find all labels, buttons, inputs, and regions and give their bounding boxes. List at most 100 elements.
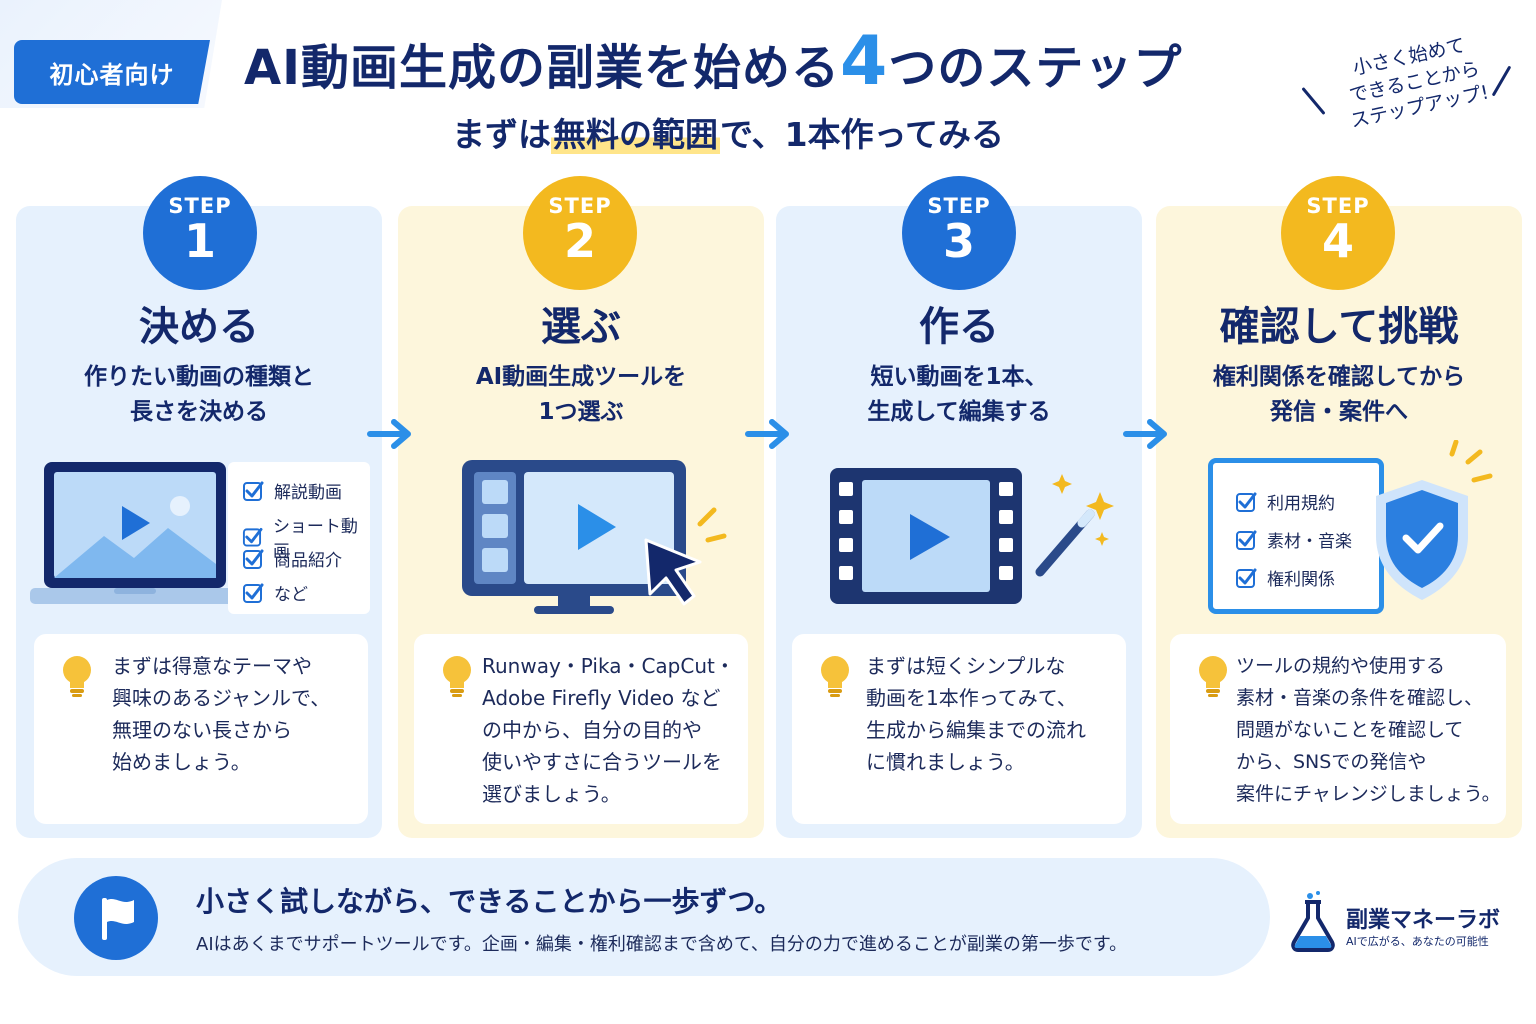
brand-tagline: AIで広がる、あなたの可能性 [1346, 935, 1489, 948]
checkbox-icon [1236, 530, 1257, 550]
tip-line: 興味のあるジャンルで、 [112, 686, 331, 710]
checklist-label: 利用規約 [1267, 494, 1335, 514]
page-title: AI動画生成の副業を始める4つのステップ [244, 28, 1182, 98]
checklist-label: 権利関係 [1267, 570, 1335, 590]
step-2-badge: STEP 2 [523, 176, 637, 290]
step-number: 1 [183, 214, 216, 268]
tip-line: の中から、自分の目的や [482, 718, 702, 742]
checklist-item: 権利関係 [1235, 565, 1335, 590]
tip-line: Adobe Firefly Video など [482, 686, 721, 710]
step-1-title: 決める [139, 304, 259, 350]
step-1-badge: STEP 1 [143, 176, 257, 290]
step-number: 3 [942, 214, 975, 268]
checklist-item: 商品紹介 [242, 546, 342, 571]
tip-line: 素材・音楽の条件を確認し、 [1236, 687, 1484, 709]
step-2-tip: Runway・Pika・CapCut・ Adobe Firefly Video … [414, 634, 748, 824]
step-3-badge: STEP 3 [902, 176, 1016, 290]
step-4-title: 確認して挑戦 [1219, 304, 1459, 350]
arrow-right-icon [367, 419, 411, 449]
step-label: STEP [548, 194, 612, 218]
title-prefix: AI動画生成の副業を始める [244, 40, 841, 96]
subtitle-suffix: で、1本作ってみる [720, 115, 1004, 154]
checkbox-icon [242, 527, 263, 547]
checklist-item: ショート動画 [242, 512, 370, 562]
checklist-item: など [242, 580, 308, 605]
tip-line: 問題がないことを確認して [1236, 719, 1464, 741]
desc-line: 権利関係を確認してから [1212, 364, 1466, 390]
step-4-description: 権利関係を確認してから 発信・案件へ [1156, 360, 1522, 429]
page-subtitle: まずは無料の範囲で、1本作ってみる [452, 108, 1004, 156]
desc-line: 生成して編集する [867, 398, 1051, 425]
footer-banner [18, 858, 1270, 976]
desc-line: 発信・案件へ [1270, 398, 1408, 425]
desc-line: 短い動画を1本、 [870, 364, 1048, 390]
desc-line: 長さを決める [130, 398, 268, 425]
flask-icon [1291, 891, 1335, 952]
tip-line: 選びましょう。 [482, 782, 621, 806]
step-4-checklist: 利用規約 素材・音楽 権利関係 [1208, 458, 1384, 614]
title-number: 4 [840, 22, 889, 101]
tip-line: 生成から編集までの流れ [866, 718, 1086, 742]
subtitle-highlight: 無料の範囲 [551, 115, 720, 154]
tip-line: 動画を1本作ってみて、 [866, 686, 1077, 710]
lightbulb-icon [821, 656, 849, 697]
tip-line: まずは短くシンプルな [866, 654, 1066, 678]
checkbox-icon [1236, 568, 1257, 588]
checkbox-icon [243, 481, 264, 501]
desc-line: 作りたい動画の種類と [84, 364, 314, 390]
tip-line: 使いやすさに合うツールを [482, 750, 722, 774]
desc-line: 1つ選ぶ [538, 398, 624, 425]
checklist-item: 素材・音楽 [1235, 527, 1352, 552]
step-1-checklist: 解説動画 ショート動画 商品紹介 など [228, 462, 370, 614]
shield-check-icon [1376, 440, 1493, 600]
subtitle-prefix: まずは [452, 115, 551, 154]
tip-line: 始めましょう。 [112, 750, 251, 774]
step-number: 2 [563, 214, 596, 268]
lightbulb-icon [443, 656, 471, 697]
step-1-tip: まずは得意なテーマや 興味のあるジャンルで、 無理のない長さから 始めましょう。 [34, 634, 368, 824]
checklist-label: 素材・音楽 [1267, 532, 1352, 552]
checklist-label: 解説動画 [274, 483, 342, 503]
tip-line: 案件にチャレンジしましょう。 [1236, 783, 1501, 805]
beginner-badge-area: 初心者向け [0, 0, 222, 108]
monitor-cursor-icon [462, 460, 727, 614]
checkbox-icon [1236, 492, 1257, 512]
checklist-item: 利用規約 [1235, 489, 1335, 514]
footer-body: AIはあくまでサポートツールです。企画・編集・権利確認まで含めて、自分の力で進め… [196, 934, 1128, 955]
film-strip-icon [830, 468, 1022, 604]
arrow-right-icon [745, 419, 789, 449]
step-3-title: 作る [919, 304, 999, 350]
lightbulb-icon [1199, 656, 1227, 697]
step-3-description: 短い動画を1本、 生成して編集する [776, 360, 1142, 429]
arrow-right-icon [1123, 419, 1167, 449]
tip-line: Runway・Pika・CapCut・ [482, 654, 735, 678]
brand-name: 副業マネーラボ [1346, 908, 1501, 933]
step-label: STEP [927, 194, 991, 218]
tip-line: に慣れましょう。 [866, 750, 1025, 774]
footer-headline: 小さく試しながら、できることから一歩ずつ。 [196, 885, 783, 918]
step-4-badge: STEP 4 [1281, 176, 1395, 290]
step-2-title: 選ぶ [541, 304, 621, 350]
flag-icon [102, 898, 134, 940]
handwritten-note: 小さく始めて できることから ステップアップ! [1311, 25, 1526, 173]
step-label: STEP [168, 194, 232, 218]
step-label: STEP [1306, 194, 1370, 218]
step-3-tip: まずは短くシンプルな 動画を1本作ってみて、 生成から編集までの流れ に慣れまし… [792, 634, 1126, 824]
checklist-label: 商品紹介 [274, 551, 342, 571]
laptop-play-icon [30, 462, 240, 604]
checkbox-icon [243, 549, 264, 569]
step-2-description: AI動画生成ツールを 1つ選ぶ [398, 360, 764, 429]
checkbox-icon [243, 583, 264, 603]
tip-line: まずは得意なテーマや [112, 654, 312, 678]
magic-wand-icon [1035, 474, 1114, 577]
tip-line: ツールの規約や使用する [1236, 655, 1446, 677]
checklist-label: など [274, 585, 308, 605]
checklist-label: ショート動画 [272, 517, 358, 562]
step-1-description: 作りたい動画の種類と 長さを決める [16, 360, 382, 429]
desc-line: AI動画生成ツールを [475, 364, 687, 390]
tip-line: 無理のない長さから [112, 718, 292, 742]
tip-line: から、SNSでの発信や [1236, 751, 1427, 773]
step-number: 4 [1321, 214, 1354, 268]
checklist-item: 解説動画 [242, 478, 342, 503]
flag-badge [74, 876, 158, 960]
